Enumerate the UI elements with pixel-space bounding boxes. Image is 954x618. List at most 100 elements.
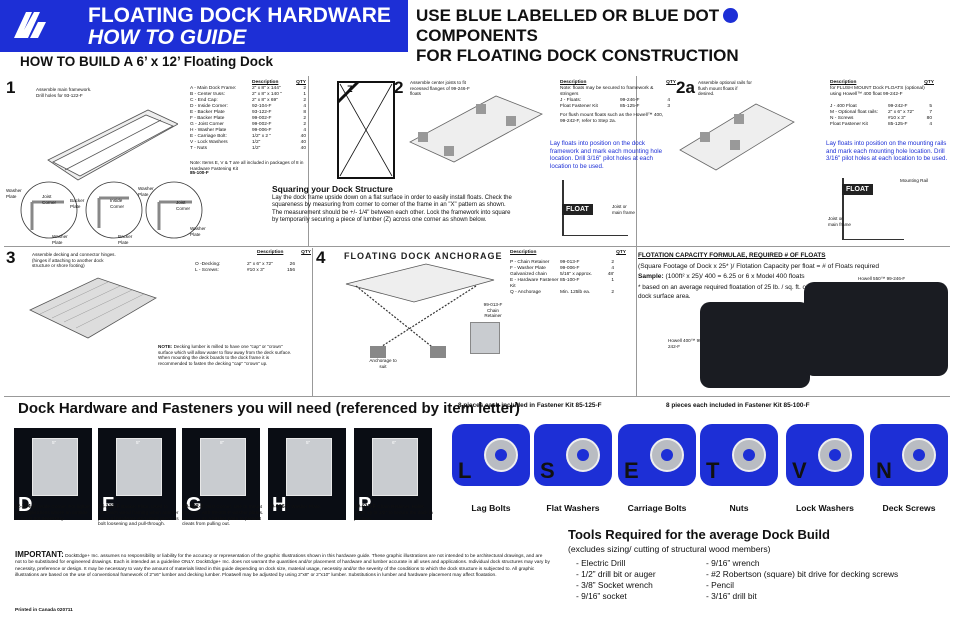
table-cell: 2" x 6" x 72"	[888, 110, 914, 115]
tools-subtitle: (excludes sizing/ cutting of structural …	[568, 544, 771, 554]
label-backer-plate: Backer Plate	[70, 198, 85, 209]
product-card-p: 6"P	[354, 428, 432, 520]
product-description: Backer Plate. Used to sandwich wood fram…	[98, 505, 179, 528]
legal-disclaimer: IMPORTANT: DockEdge+ Inc. assumes no res…	[15, 551, 550, 580]
label-inside-corner: Inside Corner	[110, 198, 125, 209]
fastener-label: Deck Screws	[882, 503, 936, 513]
tool-text: 1/2” drill bit or auger	[581, 569, 656, 579]
tool-text: #2 Robertson (square) bit drive for deck…	[711, 569, 899, 579]
table-cell: Galvanized chain	[510, 272, 547, 277]
table-cell: C - End Cap:	[190, 98, 218, 103]
fastener-icon	[818, 438, 852, 472]
label-washer-plate-4: Washer Plate	[52, 234, 68, 245]
tools-right-list: - 9/16” wrench- #2 Robertson (square) bi…	[706, 558, 898, 602]
step2a-lay-text: Lay floats into position on the mounting…	[826, 140, 948, 163]
fastener-label: Lock Washers	[796, 503, 854, 513]
table-cell: N - Screws	[830, 116, 854, 121]
table-header: Description	[252, 80, 279, 85]
table-cell: 2" x 6" x 72"	[247, 262, 273, 267]
product-letter: F	[102, 494, 115, 516]
table-header: QTY	[666, 80, 676, 85]
divider	[636, 76, 637, 396]
table-row: B - Center truss:2" x 8" x 140 "1	[190, 92, 306, 98]
step1-note: Note: Items E, V & T are all included in…	[190, 160, 310, 171]
table-cell: 1/2" x 2 "	[252, 134, 272, 139]
table-cell: #10 x 3"	[888, 116, 906, 121]
table-cell: B - Center truss:	[190, 92, 225, 97]
divider	[4, 396, 950, 397]
table-cell: H - Washer Plate	[190, 128, 227, 133]
table-cell: A - Main Dock Frame:	[190, 86, 237, 91]
chain-retainer-illustration	[470, 322, 500, 354]
table-cell: 2" x 8" x 144"	[252, 86, 281, 91]
fastener-card-t: T	[700, 424, 778, 486]
table-cell: Q - Anchorage	[510, 290, 541, 295]
float2-label: Howell 550™ 99-246-F	[858, 276, 906, 281]
retainer-label: 99-013-F Chain Retainer	[483, 302, 503, 319]
blue-note-line2: FOR FLOATING DOCK CONSTRUCTION	[416, 46, 739, 65]
float-label-2a: FLOAT	[842, 184, 873, 195]
table-cell: Float Fastener Kit	[830, 122, 868, 127]
table-cell: 99-002-F	[252, 116, 272, 121]
anchor-label: Anchorage to suit	[369, 358, 397, 369]
product-caption: 99-006-F Washer Plate.	[268, 504, 350, 511]
table-cell: 40	[300, 134, 306, 139]
sample-label: Sample:	[638, 273, 664, 280]
table-cell: 99-006-F	[560, 266, 580, 271]
label-joist-corner-2: Joist Corner	[176, 200, 191, 211]
label-washer-plate-2: Washer Plate	[138, 186, 154, 197]
table-cell: 2	[611, 260, 614, 265]
label-joist-corner: Joist Corner	[42, 194, 57, 205]
kit1-note: 8 pieces each included in Fastener Kit 8…	[458, 402, 602, 409]
step3-instruction: Assemble decking and connector hinges. (…	[32, 252, 116, 269]
table-cell: 2	[611, 290, 614, 295]
tool-text: 3/16” drill bit	[711, 591, 757, 601]
fastener-letter: S	[540, 458, 555, 483]
step4-anchorage-diagram	[345, 263, 495, 358]
product-description: Chain Retainer. Holds chain up to 1/2" t…	[354, 505, 433, 522]
fastener-letter: L	[458, 458, 472, 483]
blue-note-text: USE BLUE LABELLED OR BLUE DOT	[416, 6, 720, 25]
legal-text: DockEdge+ Inc. assumes no responsibility…	[15, 554, 550, 579]
table-cell: 4	[303, 128, 306, 133]
z-label: Z	[347, 84, 353, 94]
table-cell: 99-002-F	[252, 122, 272, 127]
product-caption: 92-104-F Inside Corner. For lighter duty…	[14, 504, 96, 522]
step2-lay-text: Lay floats into position on the dock fra…	[550, 140, 663, 170]
table-cell: #10 x 3"	[247, 268, 265, 273]
table-cell: 26	[289, 262, 295, 267]
tool-item: - 3/8” Socket wrench	[576, 580, 653, 590]
table-cell: 4	[611, 266, 614, 271]
step2a-number: 2a	[676, 78, 695, 97]
table-cell: 2" x 8" x 140 "	[252, 92, 282, 97]
squaring-title: Squaring your Dock Structure	[272, 184, 393, 194]
table-header: Description	[257, 250, 284, 255]
table-cell: P - Chain Retainer	[510, 260, 550, 265]
product-code: 99-013-F	[354, 504, 376, 510]
product-code: 99-002-F	[182, 504, 204, 510]
product-letter: P	[358, 494, 372, 516]
table-cell: 5	[929, 104, 932, 109]
howell-550-float	[804, 282, 948, 376]
squaring-text: Lay the dock frame upside down on a flat…	[272, 195, 512, 224]
table-cell: F - Backer Plate	[190, 116, 225, 121]
fastener-card-n: N	[870, 424, 948, 486]
step2a-rails-diagram	[679, 103, 795, 171]
printed-in: Printed in Canada 020711	[15, 608, 73, 613]
blue-dot-icon	[723, 8, 739, 23]
tool-text: 9/16” wrench	[711, 558, 760, 568]
anchorage-title: FLOATING DOCK ANCHORAGE	[344, 251, 503, 261]
hardware-plate-illustration	[286, 438, 332, 496]
product-card-f: 5"F	[98, 428, 176, 520]
step2-floats-diagram	[409, 95, 543, 163]
table-cell: J - 400 Float	[830, 104, 857, 109]
fastener-letter: V	[792, 458, 807, 483]
tool-text: Pencil	[711, 580, 734, 590]
mounting-rail-label: Mounting Rail	[900, 178, 929, 183]
step1-kit: 85-100-F	[190, 170, 209, 175]
table-cell: Min. 125lb ea.	[560, 290, 591, 295]
header-banner	[0, 0, 408, 52]
